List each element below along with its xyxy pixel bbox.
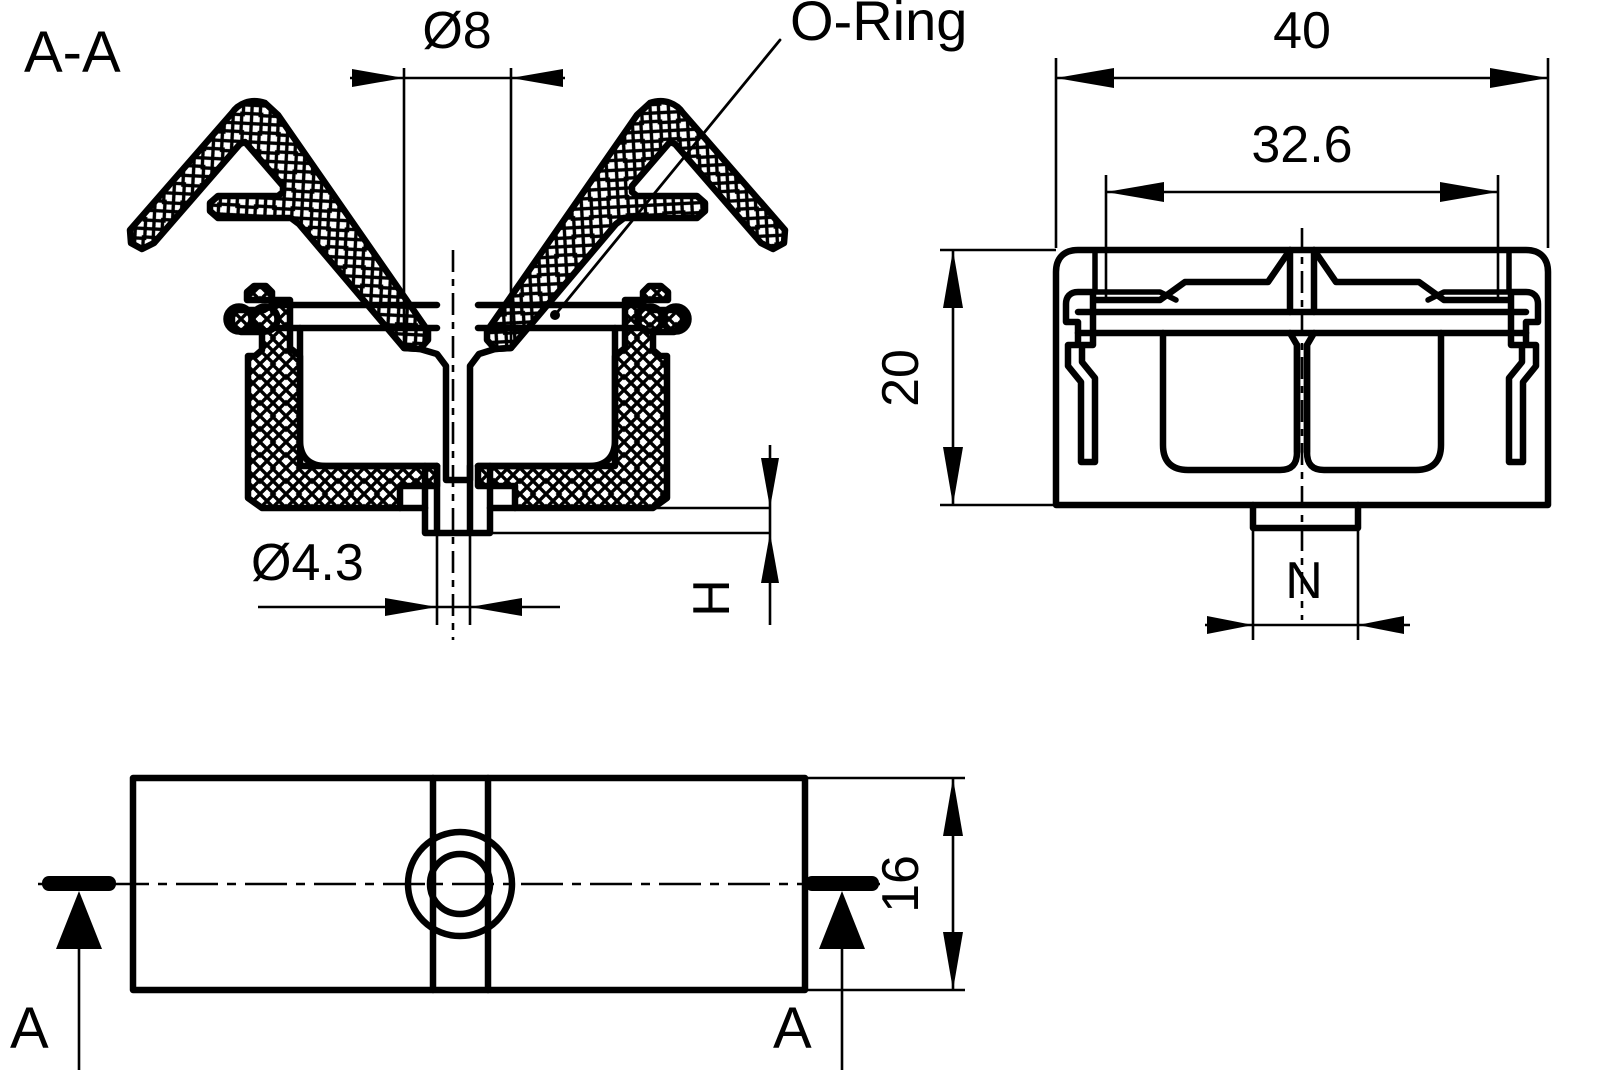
front-latch-left	[1062, 288, 1099, 466]
front-spigot	[1249, 501, 1362, 532]
dimension-label-20: 20	[872, 349, 930, 407]
section-mark-right-bar	[805, 876, 879, 891]
dimension-h: H	[683, 445, 779, 625]
dimension-dia8: Ø8	[350, 2, 565, 345]
front-latch-right	[1505, 288, 1542, 466]
cavity-right	[474, 324, 619, 470]
dimension-label-32-6: 32.6	[1251, 116, 1352, 174]
dimension-label-dia8: Ø8	[422, 2, 491, 60]
front-wing-fold-left-inner	[1093, 289, 1179, 303]
dimension-label-dia43: Ø4.3	[251, 534, 364, 592]
center-boss	[396, 462, 770, 537]
section-view-a-a: Ø8 Ø4.3 H O-Ring	[126, 0, 967, 640]
front-wing-fold-left	[1092, 246, 1294, 304]
plan-view: A A 16	[10, 774, 965, 1070]
section-view-title: A-A	[24, 20, 121, 85]
dimension-20: 20	[872, 248, 1056, 507]
section-mark-left-bar	[42, 876, 116, 891]
callout-o-ring: O-Ring	[550, 0, 967, 320]
dimension-label-40: 40	[1273, 2, 1331, 60]
dimension-label-16: 16	[872, 855, 930, 913]
section-mark-right-arrow	[819, 891, 865, 949]
front-outer-shell	[1052, 246, 1552, 509]
dimension-n: N	[1205, 528, 1410, 640]
section-mark-left: A	[10, 876, 116, 1070]
housing-rim-plate	[268, 301, 647, 332]
callout-label-o-ring: O-Ring	[790, 0, 967, 52]
dimension-16: 16	[805, 776, 965, 992]
section-mark-right: A	[773, 876, 879, 1070]
dimension-label-n: N	[1285, 552, 1323, 610]
front-wing-fold-right	[1310, 246, 1512, 304]
front-wing-fold-right-inner	[1425, 289, 1511, 303]
dimension-dia43: Ø4.3	[251, 533, 560, 625]
section-mark-right-label: A	[773, 996, 812, 1061]
cavity-left	[296, 324, 441, 470]
front-pocket-left	[1159, 329, 1301, 474]
section-mark-left-label: A	[10, 996, 49, 1061]
section-mark-left-arrow	[56, 891, 102, 949]
front-pocket-right	[1303, 329, 1445, 474]
center-web	[400, 344, 515, 484]
dimension-40: 40	[1054, 2, 1550, 248]
front-view: 40 32.6 20	[872, 2, 1552, 640]
dimension-32-6: 32.6	[1104, 116, 1500, 300]
o-ring-bead-right	[634, 303, 692, 335]
o-ring-bead-left	[223, 303, 281, 335]
dimension-label-h: H	[683, 579, 741, 617]
